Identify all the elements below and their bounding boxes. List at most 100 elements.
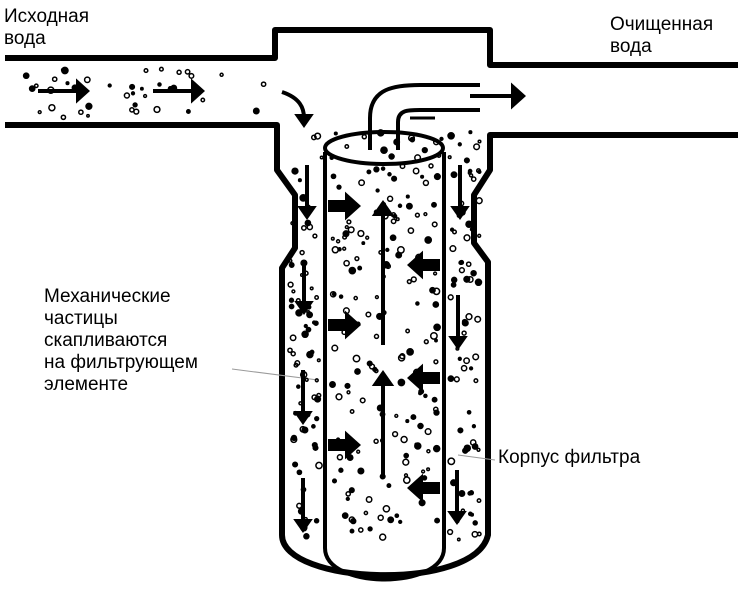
particle	[431, 201, 437, 208]
particle	[423, 339, 429, 345]
flow-arrow	[293, 478, 313, 533]
particle	[349, 409, 355, 414]
particle	[476, 447, 481, 452]
particle	[477, 169, 482, 175]
particle	[426, 448, 431, 454]
particle	[331, 344, 339, 352]
particle	[403, 452, 410, 459]
particle	[447, 155, 452, 160]
particle	[83, 76, 91, 84]
particle	[313, 132, 322, 140]
particle	[348, 266, 357, 275]
flow-arrow	[448, 295, 468, 350]
particle	[388, 153, 395, 160]
particle	[347, 226, 355, 234]
label-inlet-line1: Исходная	[4, 6, 90, 27]
particle	[463, 357, 471, 365]
particle	[287, 347, 293, 354]
particle	[450, 171, 458, 179]
particle	[368, 363, 376, 370]
particle	[314, 378, 319, 383]
label-particles-line4: на фильтрующем	[44, 352, 198, 373]
particle	[311, 394, 318, 401]
particle	[436, 153, 442, 158]
particle	[331, 246, 340, 254]
particle	[414, 442, 419, 447]
particle	[403, 473, 409, 478]
particle	[457, 142, 462, 147]
particle	[300, 224, 307, 231]
label-particles-line2: частицы	[44, 308, 118, 329]
particle	[60, 114, 67, 121]
particle	[396, 245, 405, 254]
particle	[432, 287, 441, 296]
particle	[398, 519, 403, 525]
particle	[467, 491, 473, 496]
particle	[456, 537, 461, 542]
particle	[410, 414, 417, 421]
particle	[289, 334, 297, 342]
flow-arrows	[38, 78, 526, 533]
particle	[429, 331, 438, 340]
particle	[200, 97, 206, 103]
particle	[303, 533, 310, 540]
particle	[296, 384, 301, 389]
flow-arrow	[294, 260, 314, 315]
flow-arrow	[328, 191, 361, 221]
particle	[473, 378, 479, 384]
particle	[373, 438, 379, 445]
particle	[348, 487, 355, 494]
particle	[335, 393, 343, 401]
particle	[301, 330, 309, 339]
particle	[449, 245, 457, 253]
flow-arrow	[297, 165, 317, 220]
particle	[468, 130, 473, 135]
particle	[130, 91, 136, 96]
particle	[457, 427, 464, 434]
particle	[288, 303, 295, 310]
particle	[468, 173, 474, 178]
label-inlet: Исходная вода	[4, 6, 89, 50]
label-outlet: Очищенная вода	[610, 14, 713, 58]
particle	[107, 83, 112, 88]
particle	[458, 260, 464, 266]
particle	[287, 281, 294, 288]
particle	[447, 457, 456, 466]
particle	[420, 174, 425, 179]
particle	[358, 179, 366, 187]
particle	[313, 320, 319, 326]
label-inlet-line2: вода	[4, 28, 46, 49]
flow-arrow	[38, 78, 90, 104]
particle	[345, 491, 352, 497]
particle	[294, 360, 301, 367]
particle	[463, 275, 471, 283]
particle	[158, 66, 164, 72]
particle	[460, 364, 468, 372]
particle	[399, 353, 406, 360]
particle	[467, 168, 473, 174]
particle	[463, 234, 471, 242]
filter-element	[323, 152, 446, 582]
particle	[400, 435, 408, 444]
flow-arrow	[328, 430, 361, 460]
particle	[449, 227, 455, 232]
particle	[476, 498, 482, 504]
particle	[407, 134, 416, 142]
particle	[380, 166, 386, 171]
particle	[422, 179, 430, 187]
particle	[329, 155, 334, 161]
particle	[363, 510, 369, 516]
particle	[176, 69, 182, 76]
particle	[51, 76, 58, 83]
particle	[316, 358, 321, 363]
inlet-pipe-top-wall	[5, 27, 738, 68]
particle	[357, 229, 365, 238]
particle	[476, 531, 482, 537]
particle	[319, 155, 324, 160]
particle	[447, 294, 454, 301]
particle	[465, 261, 472, 268]
label-housing: Корпус фильтра	[498, 447, 641, 468]
particle	[469, 512, 475, 517]
particle	[348, 516, 356, 523]
